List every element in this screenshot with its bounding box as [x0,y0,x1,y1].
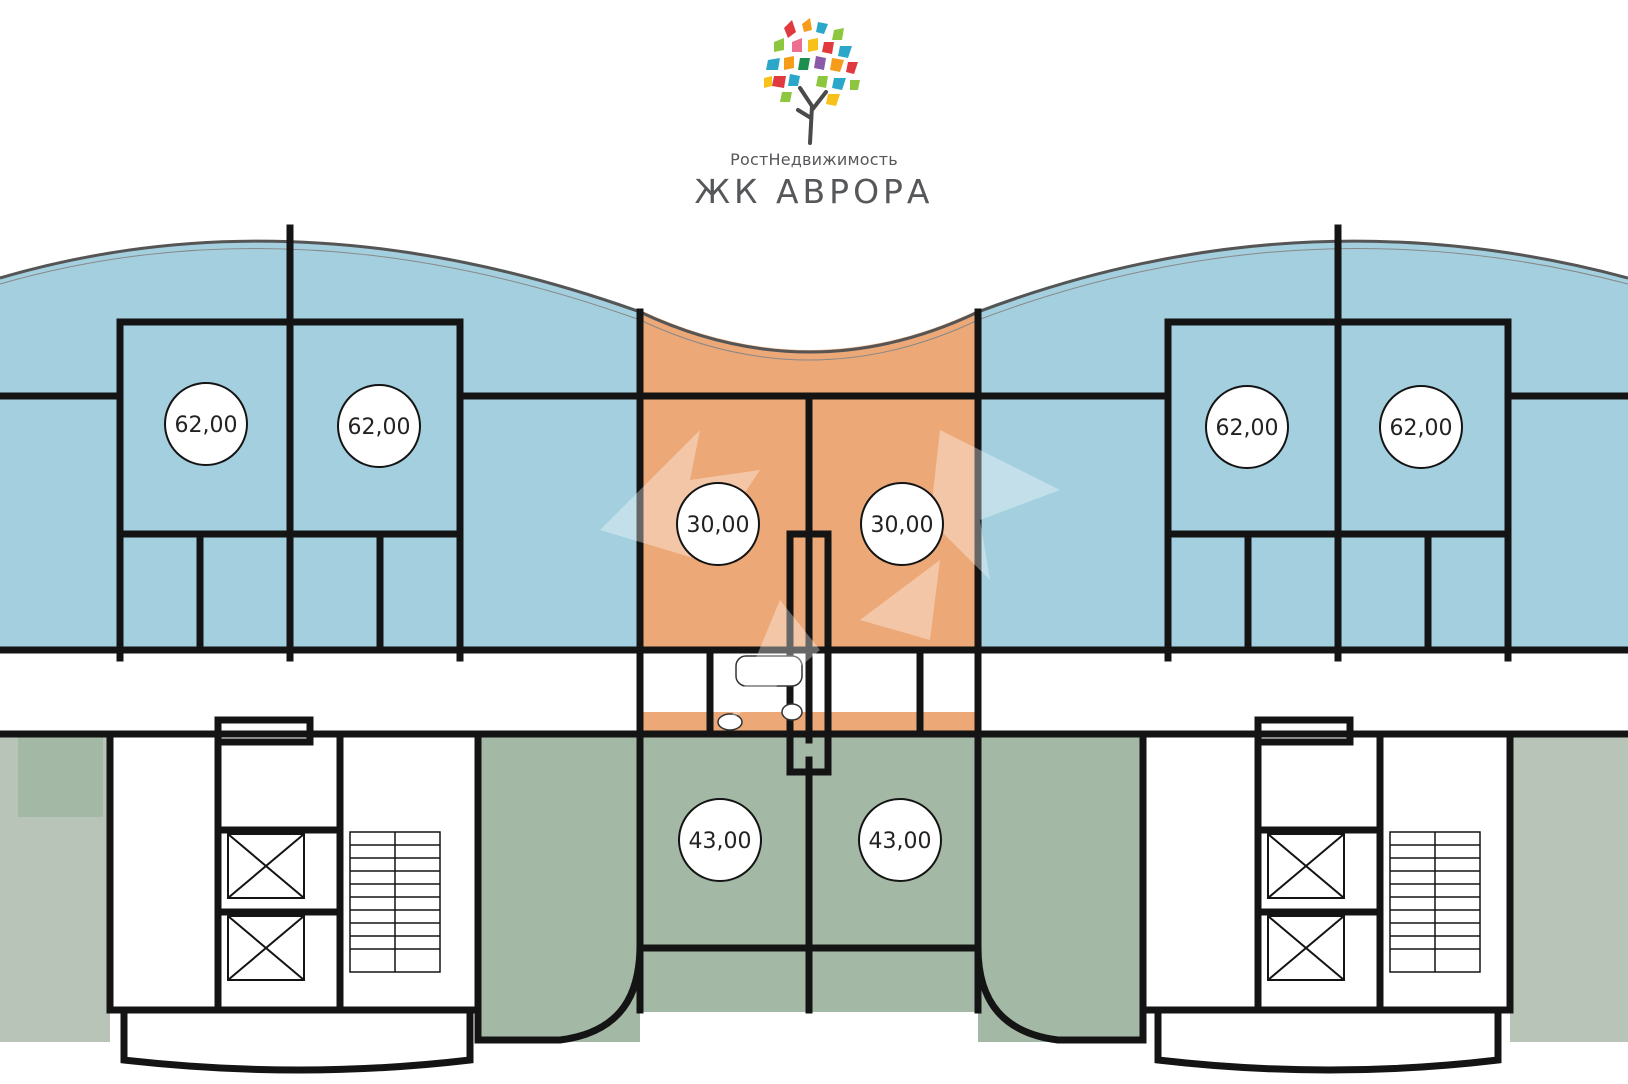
unit-label[interactable]: 62,00 [164,382,248,466]
unit-label[interactable]: 62,00 [337,384,421,468]
walls [0,224,1628,1074]
svg-text:62,00: 62,00 [175,413,238,438]
top-wings [0,239,1628,732]
project-title: ЖК АВРОРА [694,172,934,211]
unit-label[interactable]: 30,00 [676,482,760,566]
svg-text:62,00: 62,00 [1390,416,1453,441]
unit-label[interactable]: 30,00 [860,482,944,566]
corridor [0,650,1628,712]
svg-text:43,00: 43,00 [689,829,752,854]
bathroom-fixtures [717,655,803,731]
unit-labels: 62,00 62,00 30,00 30,00 62,00 62,00 43,0… [164,382,1463,882]
elevators [227,833,1345,981]
svg-text:62,00: 62,00 [1216,416,1279,441]
unit-label[interactable]: 43,00 [678,798,762,882]
svg-text:43,00: 43,00 [869,829,932,854]
staircases [349,831,1481,973]
company-name: РостНедвижимость [730,150,898,169]
unit-label[interactable]: 62,00 [1205,385,1289,469]
tree-logo-icon [764,18,860,145]
bottom-wings [0,732,1628,1042]
svg-text:30,00: 30,00 [687,513,750,538]
unit-label[interactable]: 62,00 [1379,385,1463,469]
header: РостНедвижимость ЖК АВРОРА [0,0,1628,220]
svg-text:62,00: 62,00 [348,415,411,440]
unit-label[interactable]: 43,00 [858,798,942,882]
svg-text:30,00: 30,00 [871,513,934,538]
